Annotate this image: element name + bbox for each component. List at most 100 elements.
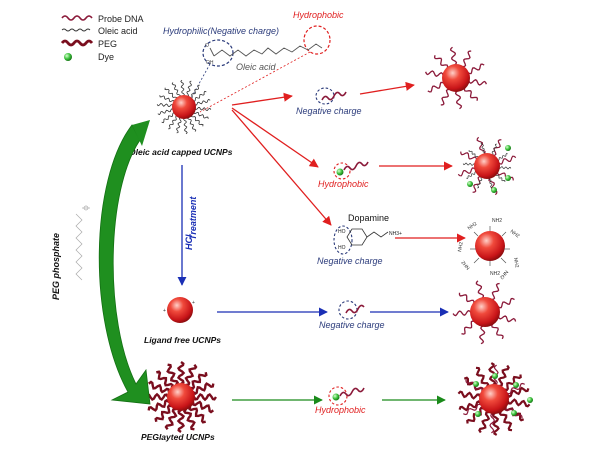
peg-phosphate-label: PEG phosphate [51, 233, 61, 300]
row1-product [425, 46, 487, 110]
ligand-strand [496, 171, 514, 181]
svg-text:NH2: NH2 [492, 218, 502, 224]
ligand-strand [180, 79, 185, 97]
ligand-strand [159, 95, 175, 103]
ligand-strand [506, 382, 525, 395]
svg-text:NH2: NH2 [467, 221, 479, 232]
ligand-strand [497, 364, 510, 388]
ligand-strand [176, 409, 186, 433]
ligand-strand [498, 155, 517, 165]
ligand-strand [491, 323, 504, 340]
ligand-strand [193, 90, 207, 102]
oleic-chain [213, 43, 323, 57]
row1-charge-label: Negative charge [296, 106, 362, 116]
peglayted-particle [145, 361, 217, 433]
legend: Probe DNA Oleic acid PEG Dye [60, 14, 144, 62]
ligand-strand [497, 153, 508, 161]
legend-peg: PEG [98, 39, 117, 49]
row1-intermediate: Negative charge [296, 87, 362, 116]
oleic-acid-structure: Hydrophilic(Negative charge) Hydrophobic… [163, 10, 344, 113]
peg-phosphate-structure [75, 205, 90, 281]
oleic-capped-label: Oleic acid capped UCNPs [129, 147, 233, 157]
svg-text:+: + [163, 308, 166, 314]
ligand-strand [495, 173, 506, 182]
ligand-strand [489, 412, 495, 434]
ucnp-sphere [172, 95, 196, 119]
ligand-strand [461, 320, 475, 335]
treatment-label: Treatment [188, 196, 198, 240]
ligand-strand [427, 81, 445, 93]
ligand-strand [425, 70, 444, 77]
legend-oleic-acid: Oleic acid [98, 26, 138, 36]
ligand-strand [186, 80, 192, 97]
oleic-capped-particle [156, 79, 212, 135]
ligand-strand [478, 410, 491, 434]
hcl-treatment-label: HCl [184, 234, 194, 250]
svg-text:HO: HO [338, 245, 346, 251]
row4-charge-label: Negative charge [319, 320, 385, 330]
ligand-strand [472, 175, 482, 193]
row5-intermediate: Hydrophobic [315, 386, 366, 415]
ligand-strand [488, 177, 494, 190]
ligand-strand [498, 410, 513, 432]
ligand-strand [506, 386, 530, 398]
hydrophilic-circle [202, 39, 234, 67]
svg-text:NH2: NH2 [509, 229, 521, 240]
ligand-strand [164, 407, 178, 430]
ligand-strand [460, 151, 478, 161]
peglayted-label: PEGlayted UCNPs [141, 432, 215, 442]
svg-text:PEG phosphate: PEG phosphate [51, 233, 61, 300]
svg-text:NH2: NH2 [512, 257, 520, 268]
hydrophobic-circle [303, 25, 331, 55]
ligand-strand [463, 87, 479, 101]
ligand-strand [154, 404, 173, 422]
ligand-strand [468, 150, 479, 159]
row3-charge-label: Negative charge [317, 256, 383, 266]
ligand-strand [156, 370, 174, 389]
svg-text:OH: OH [206, 60, 214, 66]
legend-dye: Dye [98, 52, 114, 62]
ligand-strand [491, 143, 497, 156]
ligand-strand [187, 116, 197, 132]
hydrophobic-label: Hydrophobic [293, 10, 344, 20]
ligand-strand [194, 106, 212, 111]
oleic-acid-name: Oleic acid [236, 62, 277, 72]
ligand-strand [454, 90, 463, 110]
ligand-strand [477, 176, 483, 189]
row2-intermediate: Hydrophobic [318, 161, 369, 189]
ligand-strand [463, 403, 482, 416]
row3-intermediate: Dopamine HO HO NH3+ Negative charge [317, 213, 402, 266]
ligand-free-particle: + + [163, 297, 195, 323]
ligand-strand [161, 112, 175, 124]
svg-text:HCl: HCl [184, 234, 194, 250]
row2-product [457, 136, 517, 196]
legend-probe-dna: Probe DNA [98, 14, 144, 24]
svg-text:NH2: NH2 [457, 241, 465, 252]
ligand-strand [468, 79, 487, 86]
ligand-strand [184, 364, 198, 387]
ligand-strand [164, 87, 177, 100]
ligand-strand [491, 282, 500, 301]
ligand-strand [166, 363, 180, 386]
peg-phosphate-arrow [98, 120, 151, 405]
ligand-strand [176, 361, 186, 385]
row4-product [452, 280, 517, 345]
dye-legend-icon [64, 53, 72, 61]
row5-product [457, 362, 533, 436]
ligand-strand [176, 117, 182, 134]
ligand-strand [458, 292, 475, 304]
ligand-free-label: Ligand free UCNPs [144, 335, 221, 345]
ligand-strand [182, 408, 196, 431]
ligand-strand [183, 117, 188, 135]
svg-text:NH2: NH2 [460, 259, 471, 271]
ligand-strand [449, 46, 458, 66]
ligand-strand [497, 315, 517, 323]
svg-text:O: O [205, 43, 209, 49]
row2-charge-label: Hydrophobic [318, 179, 369, 189]
ligand-strand [433, 55, 449, 69]
svg-text:HO: HO [338, 229, 346, 235]
ligand-strand [478, 325, 486, 345]
red-arrows [231, 81, 466, 243]
